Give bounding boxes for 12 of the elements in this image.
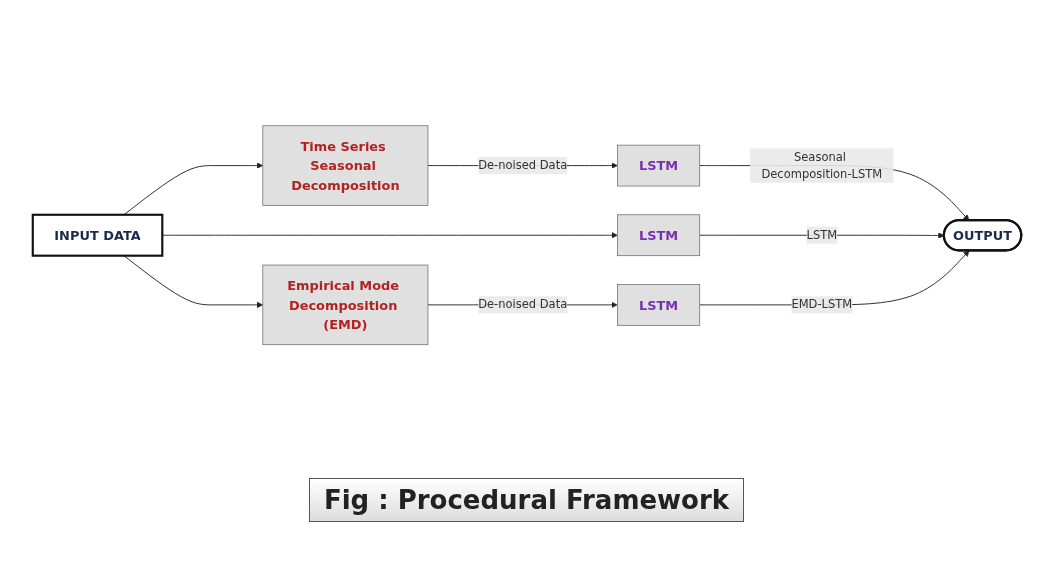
edge-label: De-noised Data: [477, 297, 567, 312]
node-box: INPUT DATA: [31, 213, 163, 257]
node-box: Empirical Mode Decomposition (EMD): [261, 264, 428, 345]
figure-caption: Fig : Procedural Framework: [308, 478, 745, 522]
edge-label: De-noised Data: [477, 158, 567, 172]
node-box: LSTM: [616, 283, 700, 326]
node-box: LSTM: [616, 214, 700, 256]
edge-label: Seasonal Decomposition-LSTM: [760, 149, 882, 181]
node-box: LSTM: [616, 144, 700, 187]
edge-label: EMD-LSTM: [790, 297, 852, 312]
edge-label: LSTM: [805, 227, 837, 242]
node-box: Time Series Seasonal Decomposition: [261, 125, 428, 206]
